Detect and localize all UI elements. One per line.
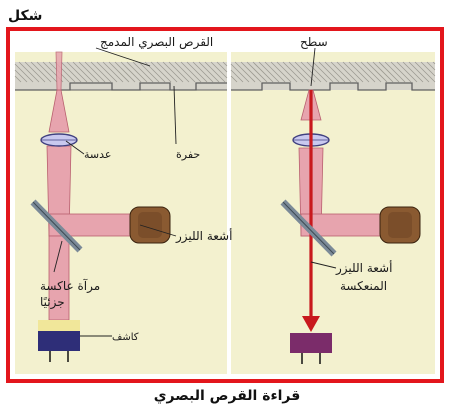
disc-hatch-line — [78, 61, 100, 83]
figure-heading: شكل — [8, 8, 42, 24]
left-lens — [40, 133, 78, 147]
disc-hatch-line — [72, 61, 94, 83]
disc-hatch-line — [378, 61, 400, 83]
left-laser-beam — [46, 51, 136, 321]
disc-hatch-line — [96, 61, 118, 83]
disc-hatch-line — [360, 61, 382, 83]
lens-label: عدسة — [84, 148, 111, 161]
disc-hatch-line — [230, 63, 250, 83]
disc-hatch-line — [390, 61, 412, 83]
disc-hatch-line — [14, 69, 28, 83]
left-disc — [14, 61, 228, 91]
surface-label: سطح — [300, 35, 328, 49]
compact-disc-label: القرص البصري المدمج — [100, 35, 213, 50]
disc-hatch-line — [336, 61, 358, 83]
disc-hatch-line — [312, 61, 334, 83]
disc-hatch-line — [132, 61, 154, 83]
disc-hatch-line — [156, 61, 178, 83]
detector-label: كاشف — [112, 332, 139, 343]
reflected-beam-arrow — [302, 90, 320, 332]
disc-hatch-line — [288, 61, 310, 83]
disc-hatch-line — [276, 61, 298, 83]
disc-hatch-line — [324, 61, 346, 83]
half-mirror-label-2: جزئيًا — [40, 295, 65, 310]
disc-hatch-line — [264, 61, 286, 83]
disc-hatch-line — [102, 61, 124, 83]
disc-hatch-line — [162, 61, 184, 83]
disc-hatch-line — [282, 61, 304, 83]
disc-hatch-line — [354, 61, 376, 83]
disc-hatch-line — [120, 61, 142, 83]
leader-lines — [53, 47, 337, 337]
disc-hatch-line — [90, 61, 112, 83]
disc-hatch-line — [246, 61, 268, 83]
disc-hatch-line — [210, 61, 228, 79]
disc-hatch-line — [306, 61, 328, 83]
half-mirror-label: مرآة عاكسة — [40, 278, 100, 294]
disc-hatch-line — [342, 61, 364, 83]
disc-hatch-line — [192, 61, 214, 83]
disc-hatch-line — [84, 61, 106, 83]
disc-hatch-line — [414, 61, 436, 83]
disc-hatch-line — [234, 61, 256, 83]
disc-hatch-line — [408, 61, 430, 83]
disc-hatch-line — [420, 61, 436, 77]
disc-hatch-line — [18, 61, 40, 83]
disc-hatch-line — [240, 61, 262, 83]
disc-hatch-line — [174, 61, 196, 83]
disc-hatch-line — [216, 61, 228, 73]
disc-hatch-line — [138, 61, 160, 83]
disc-hatch-line — [60, 61, 82, 83]
disc-hatch-line — [24, 61, 46, 83]
right-detector — [290, 333, 332, 364]
right-disc — [230, 61, 436, 91]
disc-hatch-line — [204, 61, 226, 83]
disc-hatch-line — [168, 61, 190, 83]
disc-hatch-line — [14, 63, 34, 83]
figure-frame — [6, 27, 444, 383]
disc-hatch-line — [348, 61, 370, 83]
left-detector — [38, 320, 80, 362]
disc-hatch-line — [230, 75, 238, 83]
disc-hatch-line — [186, 61, 208, 83]
disc-hatch-line — [396, 61, 418, 83]
right-laser-source — [379, 206, 421, 244]
disc-hatch-line — [114, 61, 136, 83]
pit-label: حفرة — [176, 148, 200, 161]
disc-hatch-line — [222, 61, 228, 67]
disc-hatch-line — [36, 61, 58, 83]
disc-hatch-line — [180, 61, 202, 83]
reflected-beam-label: أشعة الليزر — [335, 260, 392, 276]
disc-hatch-line — [318, 61, 340, 83]
disc-hatch-line — [432, 61, 436, 65]
disc-hatch-line — [30, 61, 52, 83]
disc-hatch-line — [402, 61, 424, 83]
disc-hatch-line — [108, 61, 130, 83]
disc-hatch-line — [66, 61, 88, 83]
disc-hatch-line — [384, 61, 406, 83]
disc-hatch-line — [14, 75, 22, 83]
disc-hatch-line — [198, 61, 220, 83]
left-laser-source — [129, 206, 171, 244]
disc-hatch-line — [426, 61, 436, 71]
disc-hatch-line — [126, 61, 148, 83]
reflected-beam-label-2: المنعكسة — [340, 279, 387, 293]
disc-hatch-line — [372, 61, 394, 83]
disc-hatch-line — [366, 61, 388, 83]
disc-hatch-line — [270, 61, 292, 83]
laser-beam-label: أشعة الليزر — [175, 228, 232, 244]
disc-hatch-line — [258, 61, 280, 83]
disc-hatch-line — [150, 61, 172, 83]
disc-hatch-line — [330, 61, 352, 83]
figure-caption: قراءة القرص البصري — [154, 388, 301, 405]
disc-hatch-line — [230, 69, 244, 83]
disc-hatch-line — [252, 61, 274, 83]
disc-hatch-line — [300, 61, 322, 83]
